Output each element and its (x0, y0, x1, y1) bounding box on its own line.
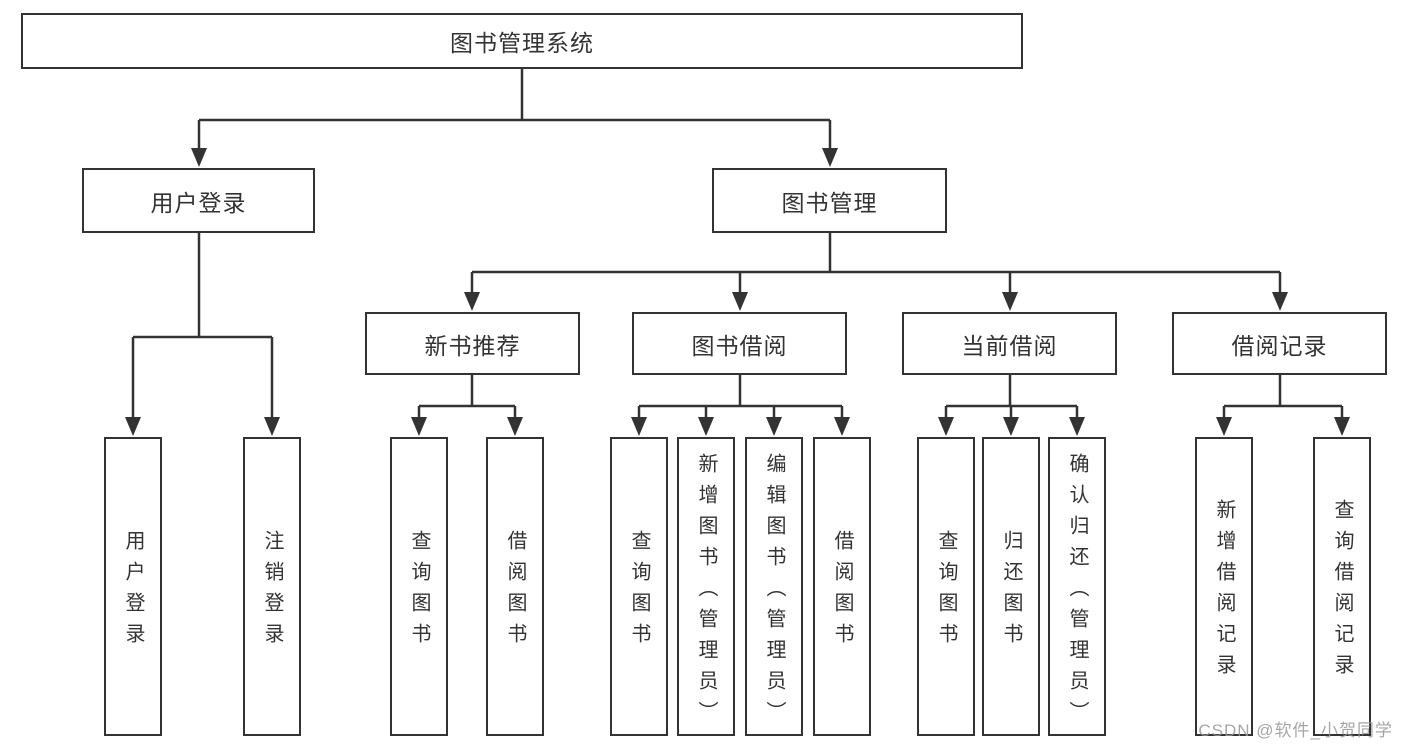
arrowhead-icon (1272, 292, 1288, 311)
node-label: 借阅记录 (1231, 332, 1328, 359)
node-library-system-root: 图书管理系统 (21, 13, 1023, 69)
arrowhead-icon (698, 417, 714, 436)
arrowhead-icon (191, 148, 207, 167)
connector-line (417, 375, 517, 421)
node-leaf-return-book: 归还图书 (982, 437, 1040, 736)
arrowhead-icon (766, 417, 782, 436)
node-label: 用户登录 (150, 189, 247, 216)
connector-lines (131, 68, 1344, 421)
node-book-management-module: 图书管理 (712, 168, 947, 233)
arrowhead-icon (464, 292, 480, 311)
node-label: 新增借阅记录 (1213, 499, 1235, 685)
csdn-watermark: CSDN @软件_小贺同学 (1198, 721, 1393, 740)
node-leaf-query-books-rec: 查询图书 (390, 437, 448, 736)
node-leaf-query-borrow-record: 查询借阅记录 (1313, 437, 1371, 736)
node-label: 查询借阅记录 (1331, 499, 1353, 685)
connector-line (197, 68, 832, 151)
node-label: 图书管理系统 (450, 30, 594, 56)
node-label: 归还图书 (1000, 530, 1022, 654)
node-leaf-add-book-admin: 新增图书（管理员） (677, 437, 735, 736)
node-label: 确认归还（管理员） (1066, 452, 1088, 732)
arrowhead-icon (1003, 417, 1019, 436)
node-leaf-borrow-books-rec: 借阅图书 (486, 437, 544, 736)
node-leaf-query-books-current: 查询图书 (917, 437, 975, 736)
node-label: 查询图书 (935, 530, 957, 654)
connector-line (637, 375, 844, 421)
node-label: 图书管理 (781, 189, 878, 216)
node-label: 当前借阅 (961, 332, 1058, 359)
connector-line (944, 375, 1079, 421)
node-leaf-edit-book-admin: 编辑图书（管理员） (745, 437, 803, 736)
node-borrowing-records: 借阅记录 (1172, 312, 1387, 375)
arrowhead-icon (1002, 292, 1018, 311)
node-leaf-logout: 注销登录 (243, 437, 301, 736)
arrowhead-icon (1334, 417, 1350, 436)
arrowhead-icon (1216, 417, 1232, 436)
node-new-book-recommendation: 新书推荐 (365, 312, 580, 375)
arrowhead-icon (264, 417, 280, 436)
node-label: 用户登录 (122, 530, 144, 654)
arrowhead-icon (125, 417, 141, 436)
node-book-borrowing: 图书借阅 (632, 312, 847, 375)
node-label: 查询图书 (628, 530, 650, 654)
node-leaf-confirm-return-admin: 确认归还（管理员） (1048, 437, 1106, 736)
arrowhead-icon (507, 417, 523, 436)
arrowhead-icon (631, 417, 647, 436)
connector-line (131, 233, 274, 421)
node-label: 图书借阅 (691, 332, 788, 359)
node-label: 查询图书 (408, 530, 430, 654)
arrowhead-icon (822, 148, 838, 167)
node-user-login-module: 用户登录 (82, 168, 315, 233)
node-current-borrowing: 当前借阅 (902, 312, 1117, 375)
arrowhead-icon (411, 417, 427, 436)
node-leaf-add-borrow-record: 新增借阅记录 (1195, 437, 1253, 736)
arrowhead-icon (732, 292, 748, 311)
node-label: 新书推荐 (424, 332, 521, 359)
arrowheads (125, 148, 1350, 436)
node-label: 借阅图书 (504, 530, 526, 654)
node-leaf-user-login: 用户登录 (104, 437, 162, 736)
node-leaf-query-books-borrow: 查询图书 (610, 437, 668, 736)
node-leaf-borrow-books: 借阅图书 (813, 437, 871, 736)
connector-line (1222, 375, 1344, 421)
arrowhead-icon (834, 417, 850, 436)
node-label: 借阅图书 (831, 530, 853, 654)
node-label: 编辑图书（管理员） (763, 452, 785, 732)
arrowhead-icon (938, 417, 954, 436)
node-label: 注销登录 (261, 530, 283, 654)
arrowhead-icon (1069, 417, 1085, 436)
connector-line (470, 233, 1282, 296)
node-label: 新增图书（管理员） (695, 452, 717, 732)
